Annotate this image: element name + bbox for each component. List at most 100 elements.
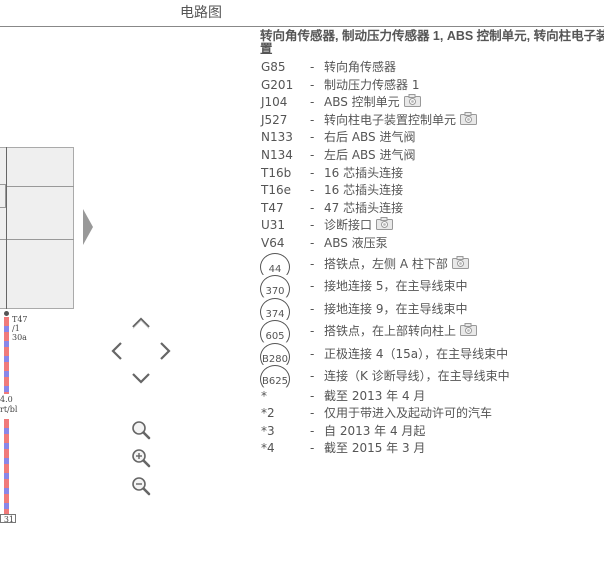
legend-item: *2-仅用于带进入及起动许可的汽车	[260, 405, 604, 423]
legend-item-separator: -	[310, 441, 315, 456]
legend-item-code: *	[261, 388, 267, 403]
ground-point-symbol: B625	[260, 365, 290, 388]
legend-item-code: N133	[261, 130, 293, 145]
camera-icon[interactable]	[376, 217, 394, 231]
legend-item-description: 16 芯插头连接	[324, 165, 404, 180]
legend-item-separator: -	[310, 200, 315, 215]
legend-item-separator: -	[310, 406, 315, 421]
wire-red-violet[interactable]	[4, 317, 9, 394]
zoom-in-icon	[132, 449, 151, 468]
legend-item: J527 -转向柱电子装置控制单元	[260, 111, 604, 130]
pan-left-button[interactable]	[106, 340, 128, 362]
legend-item-separator: -	[310, 183, 315, 198]
legend-item-description: 搭铁点，在上部转向柱上	[324, 324, 457, 339]
legend-item-description: 16 芯插头连接	[324, 183, 404, 198]
legend-item-separator: -	[310, 423, 315, 438]
legend-item-description: 连接（K 诊断导线），在主导线束中	[324, 369, 510, 384]
legend-item: B280 -正极连接 4（15a），在主导线束中	[260, 342, 604, 366]
legend-item-description: 左后 ABS 进气阀	[324, 147, 416, 162]
pan-up-button[interactable]	[130, 312, 152, 334]
diagram-line	[6, 147, 7, 309]
camera-icon[interactable]	[403, 94, 421, 108]
legend-item-description: 制动压力传感器 1	[324, 77, 420, 92]
legend-item: V64-ABS 液压泵	[260, 235, 604, 253]
legend-item-separator: -	[310, 95, 315, 110]
legend-item-separator: -	[310, 388, 315, 403]
legend-item-separator: -	[310, 130, 315, 145]
legend-item-separator: -	[310, 60, 315, 74]
legend-item: J104-ABS 控制单元	[260, 94, 604, 112]
ground-point-symbol: B280	[260, 342, 290, 365]
zoom-in-button[interactable]	[130, 447, 152, 469]
ground-point-symbol: 370	[260, 275, 290, 298]
legend-item-code: *3	[261, 423, 275, 438]
wire-red-violet-lower[interactable]	[4, 419, 9, 514]
legend-item-description: 右后 ABS 进气阀	[324, 130, 416, 145]
legend-item: T16e-16 芯插头连接	[260, 182, 604, 200]
legend-item-code: G85	[261, 60, 286, 74]
camera-icon[interactable]	[460, 323, 478, 337]
chevron-down-icon	[132, 373, 150, 384]
legend-item: G201 -制动压力传感器 1	[260, 77, 604, 95]
legend-item: *4 -截至 2015 年 3 月	[260, 440, 604, 458]
legend-item-code: T47	[261, 200, 284, 215]
circuit-diagram[interactable]: T47 /1 30a 4.0 rt/bl 31	[0, 27, 260, 575]
zoom-reset-button[interactable]	[130, 419, 152, 441]
legend-item: T16b -16 芯插头连接	[260, 165, 604, 183]
connector-pin	[4, 311, 9, 316]
legend-title: 转向角传感器, 制动压力传感器 1, ABS 控制单元, 转向柱电子装置	[260, 29, 604, 56]
wire-label-size: 4.0	[0, 395, 13, 404]
legend-item-description: 转向柱电子装置控制单元	[324, 112, 457, 127]
legend-item-code: J527	[261, 112, 288, 127]
chevron-left-icon	[111, 342, 122, 360]
next-page-arrow[interactable]	[83, 209, 93, 245]
legend-item-separator: -	[310, 165, 315, 180]
title-divider	[0, 26, 604, 27]
camera-icon[interactable]	[451, 255, 469, 269]
legend-item-code: V64	[261, 235, 285, 250]
ground-point-symbol: 374	[260, 297, 290, 320]
chevron-right-icon	[160, 342, 171, 360]
legend-item: N134-左后 ABS 进气阀	[260, 147, 604, 165]
legend-item: 44-搭铁点，左侧 A 柱下部	[260, 252, 604, 276]
legend-item: U31 -诊断接口	[260, 217, 604, 235]
component-pin-box	[0, 184, 6, 208]
ground-point-symbol: 605	[260, 320, 290, 343]
legend-item-code: N134	[261, 147, 293, 162]
legend-item-separator: -	[310, 77, 315, 92]
legend-item-separator: -	[310, 279, 315, 294]
legend-item-separator: -	[310, 369, 315, 384]
legend-item-description: 接地连接 5，在主导线束中	[324, 279, 468, 294]
wire-label-connector: T47	[12, 315, 28, 324]
legend-item-description: 截至 2015 年 3 月	[324, 441, 426, 456]
zoom-out-button[interactable]	[130, 475, 152, 497]
ground-point-symbol: 44	[260, 252, 290, 275]
wire-label-pin: /1	[12, 324, 20, 333]
legend-item-description: 正极连接 4（15a），在主导线束中	[324, 346, 509, 361]
legend-item-description: ABS 控制单元	[324, 95, 400, 110]
legend-item: T47 -47 芯插头连接	[260, 200, 604, 218]
component-block	[0, 147, 74, 309]
legend-item-separator: -	[310, 218, 315, 233]
legend-item-code: G201	[261, 77, 294, 92]
legend-item-separator: -	[310, 346, 315, 361]
camera-icon[interactable]	[460, 111, 478, 125]
legend-item: 605-搭铁点，在上部转向柱上	[260, 320, 604, 343]
pan-right-button[interactable]	[154, 340, 176, 362]
pan-down-button[interactable]	[130, 367, 152, 389]
legend-item-description: 47 芯插头连接	[324, 200, 404, 215]
legend-item: B625 -连接（K 诊断导线），在主导线束中	[260, 365, 604, 388]
legend-item: *3 -自 2013 年 4 月起	[260, 423, 604, 441]
magnifier-icon	[132, 421, 151, 440]
legend-item-description: 自 2013 年 4 月起	[324, 423, 426, 438]
legend-item-code: T16b	[261, 165, 292, 180]
legend-item-separator: -	[310, 112, 315, 127]
legend-item-code: U31	[261, 218, 286, 233]
page-title: 电路图	[180, 5, 222, 21]
legend-item-description: 诊断接口	[324, 218, 373, 233]
legend-item: N133 -右后 ABS 进气阀	[260, 129, 604, 147]
legend-item-code: *4	[261, 441, 275, 456]
legend-item: *-截至 2013 年 4 月	[260, 388, 604, 406]
chevron-up-icon	[132, 317, 150, 329]
